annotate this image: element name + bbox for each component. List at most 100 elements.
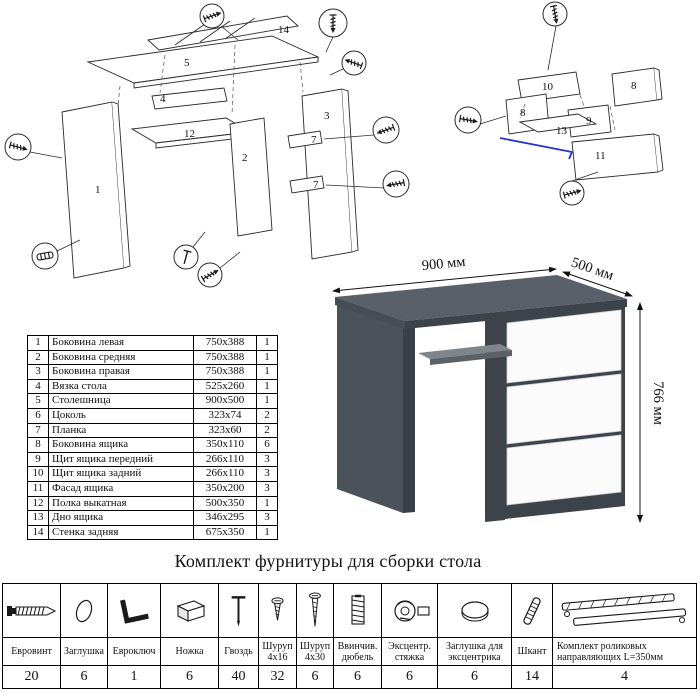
hardware-label: Гвоздь xyxy=(219,638,259,666)
hardware-col-euroscrew: Евровинт 20 xyxy=(3,584,61,689)
part-qty: 1 xyxy=(256,393,278,409)
hardware-label: Шкант xyxy=(512,638,553,666)
hexkey-icon xyxy=(108,584,161,638)
part-qty: 2 xyxy=(256,407,278,424)
desk-parts-outlines xyxy=(61,15,359,279)
dowel-screw-icon xyxy=(334,584,382,638)
bolt-icon xyxy=(318,8,348,38)
hardware-title: Комплект фурнитуры для сборки стола xyxy=(174,551,482,571)
part-name: Щит ящика задний xyxy=(48,466,194,482)
part-name: Боковина средняя xyxy=(48,349,194,366)
hardware-qty: 14 xyxy=(512,666,553,689)
drawer-parts-outlines xyxy=(505,67,664,181)
hardware-label: Ввинчив. дюбель xyxy=(334,638,382,666)
screw-icon xyxy=(382,170,410,198)
nail-icon xyxy=(219,584,259,638)
part-qty: 3 xyxy=(256,466,278,482)
part-qty: 3 xyxy=(256,480,278,497)
part-qty: 1 xyxy=(256,349,278,366)
hardware-qty: 4 xyxy=(553,666,697,689)
hardware-qty: 6 xyxy=(438,666,512,689)
shkant-icon xyxy=(512,584,553,638)
screw-icon xyxy=(372,116,400,144)
callout-fastener-icons xyxy=(454,1,585,206)
part-label: 14 xyxy=(278,24,290,36)
part-num: 9 xyxy=(27,451,49,468)
part-label: 7 xyxy=(313,179,319,191)
hardware-label: Эксцентр. стяжка xyxy=(382,638,438,666)
part-size: 750x388 xyxy=(193,335,257,351)
hardware-table: Евровинт 20 Заглушка 6 Евроключ 1 xyxy=(2,583,697,689)
slide-highlight-line xyxy=(499,137,574,160)
screw-icon xyxy=(559,180,585,206)
hardware-qty: 6 xyxy=(161,666,219,689)
part-size: 900x500 xyxy=(193,393,257,409)
part-qty: 2 xyxy=(256,422,278,439)
part-name: Дно ящика xyxy=(48,510,194,526)
part-num: 8 xyxy=(27,437,49,453)
part-qty: 1 xyxy=(256,524,278,541)
part-name: Фасад ящика xyxy=(48,480,194,497)
part-size: 750x388 xyxy=(193,364,257,380)
hardware-qty: 1 xyxy=(108,666,161,689)
part-label: 4 xyxy=(160,93,166,105)
part-label: 5 xyxy=(184,57,190,69)
screw-long-icon xyxy=(297,584,334,638)
part-name: Вязка стола xyxy=(48,378,194,395)
dimension-depth-label: 500 мм xyxy=(569,255,616,284)
hardware-col-dowel-screw: Ввинчив. дюбель 6 xyxy=(334,584,382,689)
hardware-label: Комплект роликовых направляющих L=350мм xyxy=(553,638,697,666)
part-size: 346x295 xyxy=(193,510,257,526)
hardware-col-cam-cap: Заглушка для эксцентрика 6 xyxy=(438,584,512,689)
hardware-qty: 6 xyxy=(334,666,382,689)
part-num: 13 xyxy=(27,510,49,526)
hardware-qty: 32 xyxy=(259,666,297,689)
hardware-label: Заглушка xyxy=(61,638,108,666)
part-qty: 1 xyxy=(256,335,278,351)
hardware-label: Шуруп 4x16 xyxy=(259,638,297,666)
exploded-diagram-desk: 14 5 4 1 12 2 3 7 7 xyxy=(4,3,410,288)
cam-cap-icon xyxy=(438,584,512,638)
hardware-label: Евровинт xyxy=(3,638,61,666)
part-name: Боковина левая xyxy=(48,335,194,351)
assembly-guide-lines xyxy=(519,94,616,131)
hardware-col-screw-4x30: Шуруп 4x30 6 xyxy=(297,584,334,689)
part-label: 9 xyxy=(586,115,592,127)
part-label: 8 xyxy=(631,80,637,92)
part-num: 4 xyxy=(27,378,49,395)
part-name: Боковина ящика xyxy=(48,437,194,453)
screw-icon xyxy=(199,3,225,29)
part-qty: 1 xyxy=(256,378,278,395)
dimension-height-label: 766 мм xyxy=(650,381,666,425)
part-label: 3 xyxy=(324,110,330,122)
part-size: 323x74 xyxy=(193,407,257,424)
screw-icon xyxy=(197,262,223,288)
drawer-unit xyxy=(485,303,625,522)
hardware-col-shkant: Шкант 14 xyxy=(512,584,553,689)
desk-left-panel xyxy=(337,303,415,513)
part-num: 3 xyxy=(27,364,49,380)
screw-icon xyxy=(341,50,367,76)
dimension-lines xyxy=(332,266,643,523)
part-label: 12 xyxy=(184,128,195,140)
part-label: 8 xyxy=(520,107,526,119)
part-qty: 1 xyxy=(256,495,278,512)
plug-icon xyxy=(61,584,108,638)
callout-leader-lines xyxy=(479,25,599,182)
part-name: Полка выкатная xyxy=(48,495,194,512)
hardware-col-leg: Ножка 6 xyxy=(161,584,219,689)
part-num: 1 xyxy=(27,335,49,351)
part-size: 323x60 xyxy=(193,422,257,439)
part-name: Стенка задняя xyxy=(48,524,194,541)
part-num: 5 xyxy=(27,393,49,409)
keyboard-tray xyxy=(418,344,512,365)
